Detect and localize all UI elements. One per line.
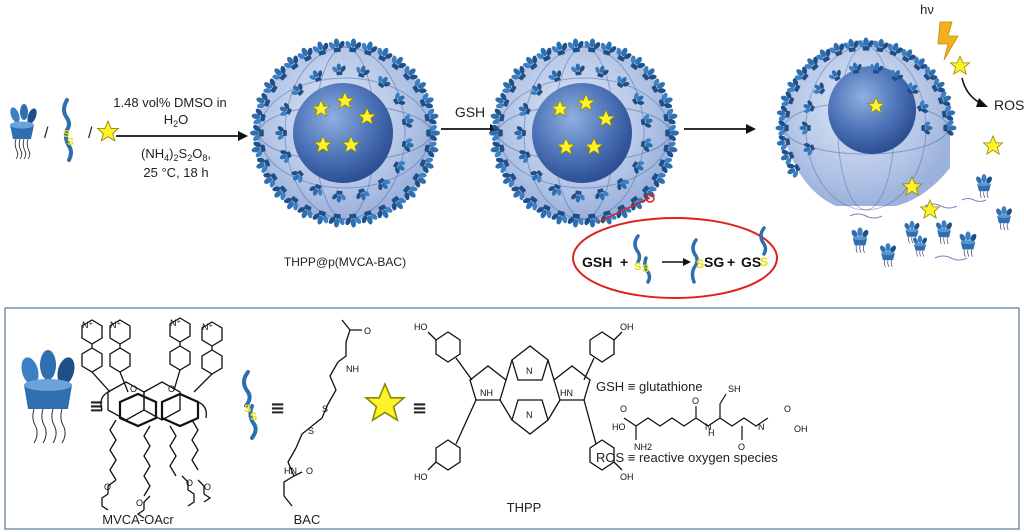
glutathione-structure bbox=[623, 393, 769, 440]
condition-line-3: (NH4)2S2O8, bbox=[141, 146, 211, 163]
svg-text:O: O bbox=[104, 482, 111, 492]
nanoparticle-label: THPP@p(MVCA-BAC) bbox=[284, 255, 406, 269]
released-fragments bbox=[849, 55, 1014, 268]
svg-text:N⁺: N⁺ bbox=[170, 318, 181, 328]
gsh-atom-labels: HO O NH2 O H N SH O N O OH bbox=[612, 384, 808, 452]
legend-mvca-cup-icon bbox=[21, 350, 75, 444]
condition-line-2: H2O bbox=[164, 112, 189, 129]
legend-equiv-bac: ≡ bbox=[270, 398, 285, 419]
zoom-line bbox=[597, 197, 651, 223]
bac-structure bbox=[283, 319, 362, 507]
gsh-definition: GSH ≡ glutathione bbox=[596, 379, 703, 394]
svg-text:O: O bbox=[204, 482, 211, 492]
svg-text:S: S bbox=[244, 403, 251, 415]
bac-reactant-icon: S S bbox=[62, 98, 74, 162]
mvca-structure bbox=[81, 317, 223, 519]
svg-text:S: S bbox=[250, 411, 257, 423]
legend-equiv-mvca: ≡ bbox=[89, 396, 104, 417]
separator-1: / bbox=[44, 125, 49, 142]
svg-text:HN: HN bbox=[284, 466, 297, 476]
svg-text:N⁺: N⁺ bbox=[82, 320, 93, 330]
reaction-reactant: GSH bbox=[582, 254, 612, 270]
svg-text:N: N bbox=[758, 422, 765, 432]
legend-bac-strand-icon: S S bbox=[242, 370, 258, 440]
svg-text:O: O bbox=[738, 442, 745, 452]
reaction-product-strand: S bbox=[690, 238, 704, 284]
svg-text:HO: HO bbox=[612, 422, 626, 432]
nanoparticle-thpp-loaded bbox=[249, 37, 441, 229]
svg-text:S: S bbox=[322, 404, 328, 414]
svg-text:N: N bbox=[526, 410, 533, 420]
svg-text:HO: HO bbox=[414, 472, 428, 482]
legend-mvca-label: MVCA-OAcr bbox=[102, 512, 174, 527]
nanoparticle-gsh-treated bbox=[488, 37, 680, 229]
nanoparticle-degraded bbox=[775, 37, 957, 211]
thpp-structure bbox=[427, 331, 623, 471]
degradation-arrowhead bbox=[746, 124, 756, 134]
legend-bac-label: BAC bbox=[294, 512, 321, 527]
reaction-product-2-strand: S bbox=[759, 226, 768, 269]
svg-text:O: O bbox=[620, 404, 627, 414]
svg-text:NH2: NH2 bbox=[634, 442, 652, 452]
svg-text:HO: HO bbox=[414, 322, 428, 332]
reaction-plus-2: + bbox=[727, 254, 735, 270]
gsh-arrow-label: GSH bbox=[455, 104, 485, 120]
separator-2: / bbox=[88, 125, 93, 142]
reaction-product-1: SG bbox=[704, 254, 724, 270]
condition-line-4: 25 °C, 18 h bbox=[143, 165, 208, 180]
svg-text:O: O bbox=[306, 466, 313, 476]
svg-text:O: O bbox=[186, 478, 193, 488]
svg-text:OH: OH bbox=[794, 424, 808, 434]
svg-text:SH: SH bbox=[728, 384, 741, 394]
reaction-arrowhead bbox=[683, 258, 691, 266]
svg-text:O: O bbox=[130, 384, 137, 394]
svg-text:S: S bbox=[642, 263, 649, 275]
svg-text:OH: OH bbox=[620, 472, 634, 482]
polymerization-arrowhead bbox=[238, 131, 248, 141]
svg-text:N⁺: N⁺ bbox=[110, 320, 121, 330]
ros-arrowhead bbox=[976, 98, 988, 107]
zoom-point bbox=[645, 193, 655, 203]
condition-line-1: 1.48 vol% DMSO in bbox=[113, 95, 226, 110]
svg-text:HN: HN bbox=[560, 388, 573, 398]
bac-s-letter-2: S bbox=[67, 137, 74, 148]
reaction-product-2: GS bbox=[741, 254, 761, 270]
svg-text:OH: OH bbox=[620, 322, 634, 332]
svg-text:O: O bbox=[692, 396, 699, 406]
lightning-icon bbox=[937, 21, 959, 61]
reaction-bac-strand: S S bbox=[633, 234, 652, 284]
ros-label: ROS bbox=[994, 97, 1024, 113]
svg-text:S: S bbox=[634, 261, 641, 273]
legend-equiv-thpp: ≡ bbox=[412, 398, 427, 419]
svg-text:S: S bbox=[308, 426, 314, 436]
svg-text:N⁺: N⁺ bbox=[202, 322, 213, 332]
ros-definition: ROS ≡ reactive oxygen species bbox=[596, 450, 778, 465]
svg-text:NH: NH bbox=[480, 388, 493, 398]
legend-thpp-label: THPP bbox=[507, 500, 542, 515]
svg-text:O: O bbox=[364, 326, 371, 336]
bac-s-letter: S bbox=[63, 129, 70, 140]
svg-text:N: N bbox=[526, 366, 533, 376]
svg-text:O: O bbox=[168, 384, 175, 394]
svg-text:N: N bbox=[705, 422, 712, 432]
svg-text:O: O bbox=[784, 404, 791, 414]
svg-text:O: O bbox=[136, 498, 143, 508]
light-label: hν bbox=[920, 2, 934, 17]
mvca-atom-labels: N⁺ N⁺ N⁺ N⁺ O O O O O O bbox=[82, 318, 213, 508]
mvca-reactant-icon bbox=[10, 104, 37, 160]
svg-text:NH: NH bbox=[346, 364, 359, 374]
reaction-plus-1: + bbox=[620, 254, 628, 270]
svg-text:H: H bbox=[708, 428, 715, 438]
thpp-star-icon bbox=[97, 120, 119, 142]
bac-atom-labels: O NH S S HN O bbox=[284, 326, 371, 476]
svg-text:S: S bbox=[696, 257, 704, 271]
reaction-ellipse bbox=[572, 217, 778, 299]
svg-text:S: S bbox=[760, 255, 768, 269]
thpp-atom-labels: HO OH HO OH N NH HN N bbox=[414, 322, 634, 482]
